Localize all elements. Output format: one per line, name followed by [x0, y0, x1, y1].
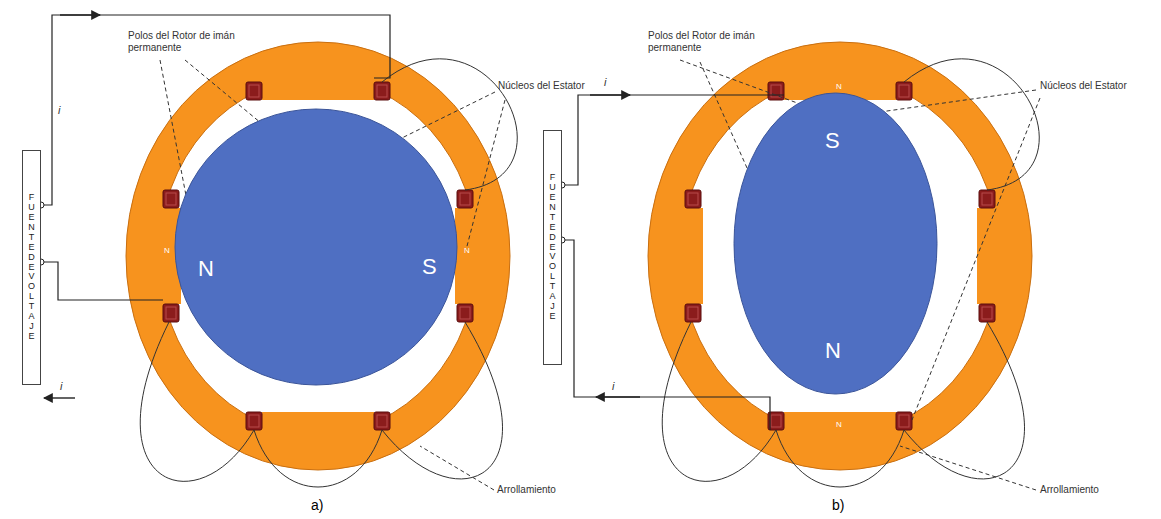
- current-label: i: [58, 104, 60, 117]
- leader-line: [420, 446, 494, 490]
- rotor-pole-note: Polos del Rotor de imán permanente: [648, 30, 766, 53]
- pole-letter: S: [825, 130, 840, 152]
- supply-wire: [41, 262, 163, 300]
- coil-winding: [377, 415, 387, 427]
- coil-winding: [899, 415, 909, 427]
- stator-pole: [977, 208, 1003, 304]
- coil-winding: [163, 190, 179, 208]
- rotor-magnet: NS: [174, 108, 458, 386]
- current-arrow: [590, 94, 630, 95]
- stator-pole: [455, 208, 481, 304]
- source-label: FUENTE DE VOLTAJE: [27, 193, 36, 341]
- leader-line: [466, 100, 505, 250]
- voltage-source: FUENTE DE VOLTAJE: [543, 130, 562, 365]
- pole-letter: N: [825, 340, 841, 362]
- source-label: FUENTE DE VOLTAJE: [548, 173, 557, 321]
- coil-winding: [685, 304, 701, 322]
- rotor-body: [734, 93, 937, 394]
- leader-line: [900, 446, 1036, 490]
- coil-winding: [896, 82, 912, 100]
- coil-winding: [982, 193, 992, 205]
- coil-winding: [374, 412, 390, 430]
- stator-pole: [262, 74, 374, 100]
- winding-note: Arrollamiento: [1040, 484, 1130, 496]
- stator-ring: [648, 42, 1032, 470]
- current-arrow: [44, 397, 75, 398]
- coil-winding: [460, 193, 470, 205]
- coil-winding: [460, 307, 470, 319]
- coil-winding: [688, 193, 698, 205]
- stator-pole-letter: N: [836, 420, 842, 429]
- coil-winding: [249, 415, 259, 427]
- current-arrow: [60, 14, 100, 15]
- coil-winding: [685, 190, 701, 208]
- winding-wire: [662, 322, 776, 481]
- winding-wire: [254, 430, 382, 487]
- coil-winding: [166, 307, 176, 319]
- coil-winding: [979, 190, 995, 208]
- pole-letter: N: [198, 258, 214, 280]
- stator-core-note: Núcleos del Estator: [498, 80, 608, 92]
- coil-winding: [249, 85, 259, 97]
- current-label: i: [60, 380, 62, 393]
- coil-winding: [688, 307, 698, 319]
- rotor-magnet: SN: [733, 92, 938, 395]
- stator-ring: [126, 42, 510, 470]
- voltage-source: FUENTE DE VOLTAJE: [22, 150, 41, 385]
- current-label: i: [604, 76, 606, 89]
- coil-winding: [166, 193, 176, 205]
- winding-note: Arrollamiento: [497, 484, 587, 496]
- coil-winding: [771, 415, 781, 427]
- rotor-pole-note: Polos del Rotor de imán permanente: [128, 30, 246, 53]
- coil-winding: [377, 85, 387, 97]
- coil-winding: [899, 85, 909, 97]
- stator-pole-letter: N: [464, 246, 470, 255]
- stator-pole-letter: N: [164, 246, 170, 255]
- coil-winding: [163, 304, 179, 322]
- coil-winding: [896, 412, 912, 430]
- panel-caption: a): [311, 497, 323, 513]
- coil-winding: [246, 82, 262, 100]
- current-label: i: [612, 380, 614, 393]
- rotor-outline: [174, 108, 458, 386]
- current-arrow: [596, 396, 640, 397]
- rotor-body: [175, 109, 457, 385]
- winding-wire: [776, 430, 904, 487]
- coil-winding: [979, 304, 995, 322]
- pole-letter: S: [422, 256, 437, 278]
- coil-winding: [982, 307, 992, 319]
- stator-pole: [677, 208, 703, 304]
- winding-wire: [904, 322, 1025, 479]
- stator-pole: [784, 412, 896, 438]
- coil-winding: [246, 412, 262, 430]
- stator-pole: [262, 412, 374, 438]
- coil-winding: [374, 82, 390, 100]
- coil-winding: [457, 304, 473, 322]
- stator-core-note: Núcleos del Estator: [1040, 80, 1150, 92]
- coil-winding: [457, 190, 473, 208]
- panel-caption: b): [832, 497, 844, 513]
- leader-line: [880, 90, 1036, 112]
- stator-pole-letter: N: [836, 82, 842, 91]
